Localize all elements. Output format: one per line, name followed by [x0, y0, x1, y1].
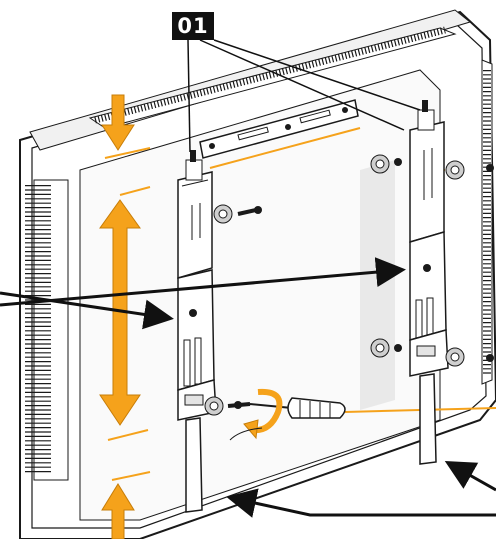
wall-bracket-icon — [199, 99, 359, 159]
left-strap — [177, 150, 217, 513]
right-strap — [409, 100, 449, 465]
top-vent-grille — [88, 26, 457, 129]
step-number-label: 01 — [172, 12, 214, 40]
rotate-arrow-icon — [229, 388, 283, 441]
left-vent-grille — [25, 179, 69, 481]
step-leader-lines — [187, 39, 421, 153]
callout-pointers — [0, 257, 496, 518]
screwdriver-icon — [249, 397, 346, 419]
right-vent-grille — [481, 59, 493, 385]
screw-icon — [204, 154, 494, 416]
